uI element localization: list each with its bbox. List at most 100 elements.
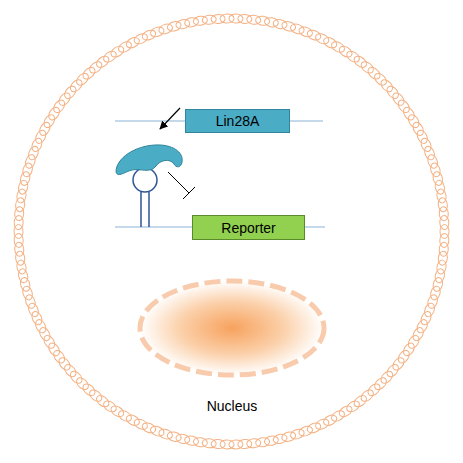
membrane-loop bbox=[27, 302, 41, 318]
nucleus-envelope bbox=[140, 281, 324, 375]
membrane-loop bbox=[24, 153, 37, 169]
membrane-loop bbox=[42, 334, 57, 351]
membrane-loop bbox=[34, 318, 48, 335]
membrane-loop bbox=[415, 318, 429, 335]
membrane-loop bbox=[16, 188, 27, 203]
membrane-loop bbox=[21, 162, 34, 178]
membrane-loop bbox=[246, 14, 261, 24]
nucleus-label: Nucleus bbox=[136, 398, 328, 414]
membrane-loop bbox=[432, 277, 444, 293]
membrane-loop bbox=[406, 113, 421, 130]
membrane-loop bbox=[175, 18, 191, 30]
membrane-loop bbox=[68, 78, 84, 94]
membrane-loop bbox=[133, 417, 149, 431]
membrane-loop bbox=[15, 197, 26, 212]
hairpin-stem bbox=[148, 191, 150, 227]
gene-box: Reporter bbox=[192, 215, 305, 240]
membrane-loop bbox=[272, 18, 288, 30]
membrane-loop bbox=[429, 162, 442, 178]
membrane-loop bbox=[17, 268, 29, 284]
membrane-loop bbox=[298, 25, 314, 38]
membrane-loop bbox=[337, 404, 354, 419]
membrane-loop bbox=[19, 171, 31, 187]
membrane-loop bbox=[437, 251, 448, 266]
membrane-loop bbox=[15, 251, 26, 266]
membrane-loop bbox=[434, 268, 446, 284]
protein-blob bbox=[116, 145, 182, 175]
membrane-loop bbox=[16, 259, 27, 274]
membrane-loop bbox=[74, 376, 90, 392]
membrane-loop bbox=[429, 285, 442, 301]
membrane-loop bbox=[117, 40, 134, 55]
membrane-loop bbox=[30, 137, 44, 153]
inhibition-line bbox=[168, 172, 189, 193]
membrane-loop bbox=[42, 113, 57, 130]
membrane-loop bbox=[432, 171, 444, 187]
membrane-loop bbox=[264, 435, 279, 446]
cell-membrane bbox=[14, 14, 449, 449]
membrane-loop bbox=[437, 197, 448, 212]
membrane-loop bbox=[411, 326, 426, 343]
membrane-loop bbox=[434, 179, 446, 195]
membrane-loop bbox=[272, 433, 288, 445]
inhibition-bar bbox=[183, 187, 195, 199]
membrane-loop bbox=[17, 179, 29, 195]
membrane-loop bbox=[202, 438, 217, 448]
membrane-loop bbox=[117, 409, 134, 424]
membrane-loop bbox=[419, 310, 433, 326]
membrane-loop bbox=[289, 22, 305, 35]
membrane-loop bbox=[289, 428, 305, 441]
membrane-loop bbox=[27, 145, 41, 161]
membrane-loop bbox=[255, 437, 270, 448]
gene-label: Reporter bbox=[193, 220, 304, 236]
membrane-loop bbox=[193, 15, 208, 26]
membrane-loop bbox=[38, 326, 53, 343]
membrane-loop bbox=[379, 369, 395, 385]
membrane-loop bbox=[426, 153, 439, 169]
gene-box: Lin28A bbox=[185, 109, 290, 133]
membrane-loop bbox=[158, 428, 174, 441]
membrane-loop bbox=[411, 121, 426, 138]
membrane-loop bbox=[38, 121, 53, 138]
membrane-loop bbox=[426, 293, 439, 309]
membrane-loop bbox=[406, 334, 421, 351]
membrane-loop bbox=[264, 17, 279, 28]
membrane-loop bbox=[21, 285, 34, 301]
membrane-loop bbox=[372, 71, 388, 87]
membrane-loop bbox=[141, 28, 157, 42]
membrane-loop bbox=[125, 36, 142, 50]
pointer-arrow bbox=[160, 108, 180, 129]
membrane-loop bbox=[322, 413, 339, 427]
membrane-loop bbox=[158, 22, 174, 35]
membrane-loop bbox=[149, 25, 165, 38]
nucleus-fill bbox=[140, 281, 324, 375]
membrane-loop bbox=[330, 409, 347, 424]
membrane-loop bbox=[372, 376, 388, 392]
membrane-loop bbox=[436, 259, 447, 274]
nucleus-node: Nucleus bbox=[136, 276, 328, 418]
membrane-loop bbox=[19, 277, 31, 293]
membrane-loop bbox=[306, 28, 322, 42]
membrane-loop bbox=[306, 421, 322, 435]
membrane-loop bbox=[125, 413, 142, 427]
membrane-loop bbox=[281, 430, 297, 442]
membrane-loop bbox=[141, 421, 157, 435]
membrane-loop bbox=[330, 40, 347, 55]
membrane-loop bbox=[255, 15, 270, 26]
membrane-loop bbox=[419, 137, 433, 153]
membrane-loop bbox=[281, 20, 297, 32]
hairpin-stem bbox=[140, 191, 142, 227]
membrane-loop bbox=[133, 32, 149, 46]
membrane-loop bbox=[184, 17, 199, 28]
membrane-loop bbox=[298, 424, 314, 437]
membrane-loop bbox=[149, 424, 165, 437]
membrane-loop bbox=[30, 310, 44, 326]
membrane-loop bbox=[166, 430, 182, 442]
membrane-loop bbox=[193, 437, 208, 448]
membrane-loop bbox=[74, 71, 90, 87]
membrane-loop bbox=[34, 129, 48, 146]
hairpin-loop bbox=[133, 168, 157, 192]
membrane-loop bbox=[423, 145, 437, 161]
nucleus-outline bbox=[136, 276, 328, 418]
